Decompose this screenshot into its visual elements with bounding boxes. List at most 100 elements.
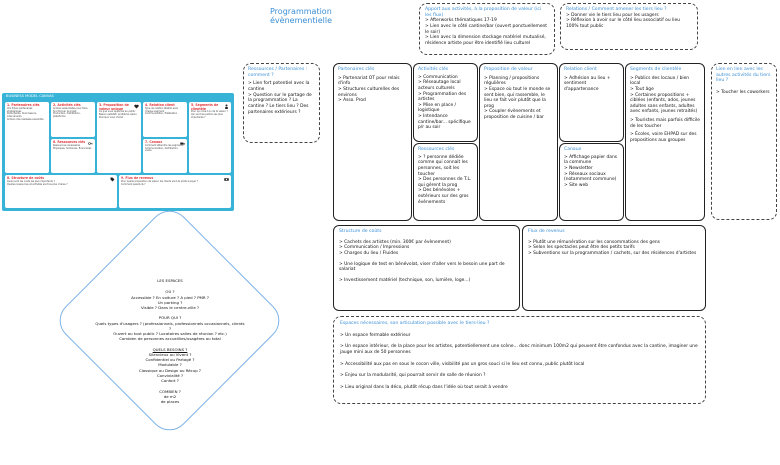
box-title: Segments de clientèle bbox=[630, 67, 682, 72]
bmc-heading: 2. Activités clés bbox=[53, 103, 81, 107]
diamond-section-ou: OÙ ? Accessible ? En voiture ? A pied ? … bbox=[95, 289, 245, 310]
bmc-body: Ce que vous apportez au public Besoin sa… bbox=[99, 110, 137, 120]
note-apport: Apport aux activités, à la proposition d… bbox=[419, 3, 555, 55]
box-flux-revenus: Flux de revenus > Plutôt une rémunératio… bbox=[522, 225, 706, 311]
bmc-cell-relation: 4. Relation client Type de relation étab… bbox=[143, 102, 187, 137]
box-proposition-valeur: Proposition de valeur > Planning / propo… bbox=[479, 63, 558, 221]
box-item: > Intendance cantine/bar... spécifique p… bbox=[418, 114, 471, 131]
section-line: Silencieux ou Vivant ? bbox=[148, 351, 192, 357]
box-item: > Coupler évènements et proposition de c… bbox=[484, 109, 544, 121]
note-item: > Lien avec la dimension stockage matéri… bbox=[425, 35, 546, 46]
box-item: > Plutôt une rémunération sur les consom… bbox=[528, 239, 660, 245]
box-title: Partenaires clés bbox=[338, 67, 375, 72]
note-lien-activites: Lien en lien avec les autres activités d… bbox=[711, 63, 777, 220]
page-title-line2: évènementielle bbox=[270, 16, 333, 26]
bmc-heading: 4. Relation client bbox=[145, 103, 175, 107]
people-icon bbox=[225, 104, 228, 109]
bmc-cell-partenaires: 1. Partenaires clés Vos futurs partenair… bbox=[5, 102, 49, 173]
page-title-line1: Programmation bbox=[270, 7, 332, 16]
section-heading: COMBIEN ? bbox=[159, 388, 181, 394]
note-espaces-necessaires: Espaces nécessaires, son articulation po… bbox=[333, 316, 706, 404]
box-item: > Newsletter bbox=[564, 165, 593, 171]
note-item: > Un espace intérieur, de la place pour … bbox=[340, 344, 698, 355]
note-item: > Accessibilité aux pas en sous le cocon… bbox=[340, 361, 585, 367]
note-relations: Relations / Comment amener les tiers lie… bbox=[560, 3, 698, 50]
bmc-heading: 8. Structure de coûts bbox=[7, 176, 44, 180]
heart-icon bbox=[134, 104, 139, 109]
box-item: > Touristes mais parfois difficile de le… bbox=[630, 118, 700, 129]
bmc-body: Type de relation établie avec chaque seg… bbox=[145, 106, 179, 116]
note-title: Lien en lien avec les autres activités d… bbox=[716, 67, 771, 84]
section-heading: OÙ ? bbox=[165, 289, 175, 295]
diamond-section-pour-qui: POUR QUI ? Quels types d'usagers ? (prof… bbox=[95, 315, 245, 341]
note-title: Relations / Comment amener les tiers lie… bbox=[566, 7, 667, 12]
box-title: Activités clés bbox=[418, 67, 449, 72]
box-item: > Réseautage local acteurs culturels bbox=[418, 80, 461, 91]
diamond-title: LES ESPACES bbox=[157, 278, 183, 283]
diamond-section-combien: COMBIEN ? de m2 de places bbox=[95, 389, 245, 405]
business-model-canvas-thumbnail: BUSINESS MODEL CANVAS 1. Partenaires clé… bbox=[2, 93, 234, 211]
box-item: > Espace où tout le monde se sent bien, … bbox=[484, 86, 551, 109]
note-item: > Un espace fermable extérieur bbox=[340, 332, 411, 338]
bmc-body: Pour qui crée-t-on de la valeur ? Qui so… bbox=[191, 110, 228, 120]
bmc-heading: 7. Canaux bbox=[145, 140, 163, 144]
section-line: Classique ou Design ou Récup ? bbox=[138, 367, 202, 373]
section-line: Combien de personnes accueillies/usagère… bbox=[119, 336, 221, 342]
box-item: > Planning / propositions régulières bbox=[484, 75, 540, 87]
money-icon bbox=[224, 178, 229, 181]
box-item: > Certaines propositions + ciblées (enfa… bbox=[630, 92, 698, 115]
section-line: Confort ? bbox=[161, 378, 179, 384]
note-item: > Toucher les coworkers bbox=[716, 90, 770, 96]
bmc-cell-proposition: 3. Proposition de valeur unique Ce que v… bbox=[97, 102, 141, 173]
bmc-body: Ressources nécessaires Physiques, humain… bbox=[53, 143, 92, 150]
note-item: > Lien fort potentiel avec la cantine bbox=[248, 81, 310, 93]
bmc-body: Actions essentielles pour faire fonction… bbox=[53, 106, 88, 119]
section-heading: QUELS BESOINS ? bbox=[152, 346, 188, 352]
box-item: > Des personnes de T.L. qui gèrent la pr… bbox=[418, 177, 472, 188]
box-item: > Une logique de test en bénévolat, vise… bbox=[339, 261, 505, 273]
box-item: > Affichage papier dans la commune bbox=[564, 154, 618, 166]
section-line: Ouvert au tout public ? Locataires salle… bbox=[113, 331, 227, 337]
section-line: Visible ? Dans le centre-ville ? bbox=[140, 305, 200, 311]
note-item: > Enjeu sur la modularité, qui pourrait … bbox=[340, 373, 486, 379]
note-item: > Lien avec le côté cantine/bar (ouvert … bbox=[425, 24, 548, 35]
bmc-body: Pour quelle proposition de valeur les cl… bbox=[121, 179, 199, 186]
bmc-heading: 5. Segments de clientèle bbox=[191, 103, 219, 111]
box-title: Proposition de valeur bbox=[484, 67, 533, 72]
bmc-cell-couts: 8. Structure de coûts Quels sont les coû… bbox=[5, 175, 117, 208]
bmc-cell-revenus: 9. Flux de revenus Pour quelle propositi… bbox=[119, 175, 231, 208]
bmc-body: Vos futurs partenaires stratégiques Part… bbox=[7, 106, 44, 122]
bmc-heading: 1. Partenaires clés bbox=[7, 103, 40, 107]
box-item: > Tout âge bbox=[630, 86, 654, 92]
box-item: > Communication / Impressions bbox=[339, 245, 410, 251]
bmc-cell-activites: 2. Activités clés Actions essentielles p… bbox=[51, 102, 95, 137]
truck-icon bbox=[180, 142, 185, 145]
section-line: de m2 bbox=[163, 393, 177, 399]
box-title: Structure de coûts bbox=[339, 229, 382, 234]
section-line: de places bbox=[160, 399, 180, 405]
note-item: > Lieu original dans la déco, plutôt réc… bbox=[340, 384, 508, 390]
key-icon bbox=[88, 142, 93, 145]
box-item: > ? personne dédiée comme qui connait le… bbox=[418, 154, 468, 177]
box-item: > Site web bbox=[564, 182, 588, 188]
box-title: Ressources clés bbox=[418, 147, 455, 152]
note-item: > Réflexion à avoir sur le côté lieu ass… bbox=[566, 18, 680, 29]
bmc-cell-canaux: 7. Canaux Comment atteindre les segments… bbox=[143, 139, 187, 173]
box-item: > Adhésion au lieu + sentiment d'apparte… bbox=[564, 75, 611, 92]
box-partenaires-cles: Partenaires clés > Partenariat OT pour r… bbox=[333, 63, 412, 221]
box-item: > Programmation des artistes bbox=[418, 91, 467, 103]
box-item: > Cachets des artistes (min. 300€ par év… bbox=[339, 239, 451, 245]
diamond-section-besoins: QUELS BESOINS ? Silencieux ou Vivant ? C… bbox=[95, 347, 245, 384]
box-item: > Publics des locaux / bien local bbox=[630, 75, 690, 87]
section-heading: POUR QUI ? bbox=[158, 315, 182, 321]
box-item: > Investissement matériel (technique, so… bbox=[339, 277, 471, 283]
box-item: > Communication bbox=[418, 74, 458, 80]
box-item: > Asso. Prod bbox=[338, 98, 366, 104]
box-item: > Charges du lieu / Fluides bbox=[339, 250, 399, 256]
bmc-heading: 9. Flux de revenus bbox=[121, 176, 154, 180]
section-line: Accessible ? En voiture ? A pied ? PMR ? bbox=[131, 294, 209, 300]
box-relation-client: Relation client > Adhésion au lieu + sen… bbox=[559, 63, 624, 142]
section-line: Quels types d'usagers ? (professionnels,… bbox=[95, 320, 245, 331]
tag-icon bbox=[110, 177, 115, 182]
box-segments-clientele: Segments de clientèle > Publics des loca… bbox=[625, 63, 705, 221]
